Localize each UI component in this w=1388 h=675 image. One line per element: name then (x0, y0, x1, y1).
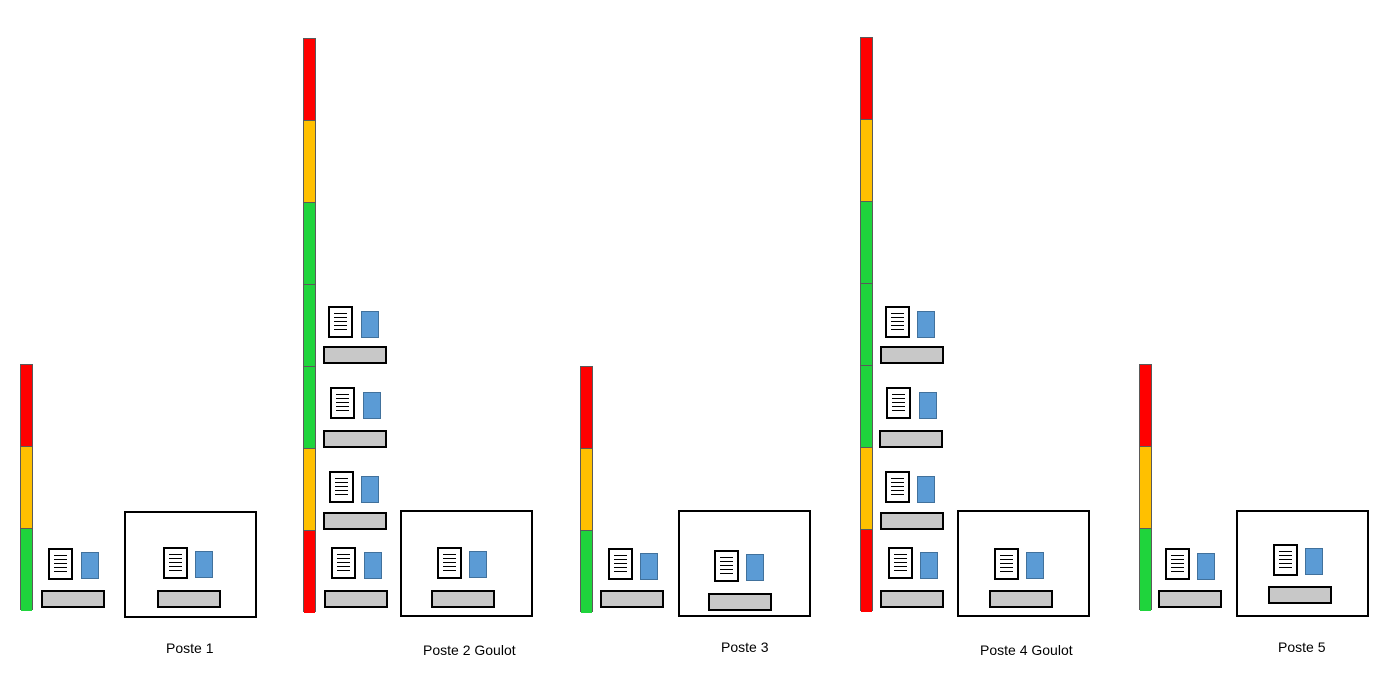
parts-tray (880, 512, 944, 530)
kanban-card (363, 392, 381, 419)
level-segment (304, 531, 315, 613)
kanban-card (361, 311, 379, 338)
parts-tray (323, 512, 387, 530)
kanban-card (746, 554, 764, 581)
level-segment (861, 530, 872, 612)
parts-tray (880, 346, 944, 364)
level-segment (861, 366, 872, 448)
station-label: Poste 1 (166, 640, 214, 656)
level-segment (861, 38, 872, 120)
document-icon (608, 548, 633, 580)
document-icon (437, 547, 462, 579)
kanban-card (361, 476, 379, 503)
level-segment (304, 285, 315, 367)
parts-tray (989, 590, 1053, 608)
level-segment (861, 120, 872, 202)
level-segment (861, 284, 872, 366)
document-icon (885, 306, 910, 338)
station-label: Poste 2 Goulot (423, 642, 516, 658)
document-icon (330, 387, 355, 419)
document-icon (888, 547, 913, 579)
kanban-level-bar (580, 366, 593, 613)
parts-tray (323, 346, 387, 364)
level-segment (581, 449, 592, 531)
kanban-card (917, 311, 935, 338)
kanban-card (364, 552, 382, 579)
parts-tray (879, 430, 943, 448)
kanban-card (919, 392, 937, 419)
parts-tray (1268, 586, 1332, 604)
workstation-box (1236, 510, 1369, 617)
parts-tray (157, 590, 221, 608)
kanban-level-bar (1139, 364, 1152, 611)
level-segment (21, 529, 32, 611)
kanban-card (469, 551, 487, 578)
level-segment (581, 531, 592, 613)
station-label: Poste 4 Goulot (980, 642, 1073, 658)
document-icon (885, 471, 910, 503)
level-segment (304, 203, 315, 285)
level-segment (21, 447, 32, 529)
level-segment (1140, 447, 1151, 529)
station-label: Poste 3 (721, 639, 769, 655)
workstation-box (124, 511, 257, 618)
document-icon (328, 306, 353, 338)
document-icon (329, 471, 354, 503)
parts-tray (41, 590, 105, 608)
kanban-card (195, 551, 213, 578)
level-segment (304, 121, 315, 203)
document-icon (331, 547, 356, 579)
kanban-card (920, 552, 938, 579)
document-icon (714, 550, 739, 582)
workstation-box (400, 510, 533, 617)
parts-tray (431, 590, 495, 608)
parts-tray (600, 590, 664, 608)
kanban-card (1197, 553, 1215, 580)
level-segment (861, 448, 872, 530)
parts-tray (324, 590, 388, 608)
kanban-card (1305, 548, 1323, 575)
level-segment (1140, 529, 1151, 611)
kanban-level-bar (20, 364, 33, 611)
document-icon (163, 547, 188, 579)
level-segment (304, 367, 315, 449)
level-segment (581, 367, 592, 449)
parts-tray (708, 593, 772, 611)
document-icon (994, 548, 1019, 580)
parts-tray (1158, 590, 1222, 608)
document-icon (48, 548, 73, 580)
document-icon (1273, 544, 1298, 576)
kanban-card (1026, 552, 1044, 579)
workstation-box (957, 510, 1090, 617)
kanban-level-bar (860, 37, 873, 612)
workstation-box (678, 510, 811, 617)
level-segment (21, 365, 32, 447)
kanban-card (640, 553, 658, 580)
level-segment (304, 449, 315, 531)
kanban-card (81, 552, 99, 579)
level-segment (1140, 365, 1151, 447)
parts-tray (880, 590, 944, 608)
level-segment (861, 202, 872, 284)
station-label: Poste 5 (1278, 639, 1326, 655)
parts-tray (323, 430, 387, 448)
kanban-level-bar (303, 38, 316, 613)
level-segment (304, 39, 315, 121)
document-icon (886, 387, 911, 419)
document-icon (1165, 548, 1190, 580)
kanban-card (917, 476, 935, 503)
